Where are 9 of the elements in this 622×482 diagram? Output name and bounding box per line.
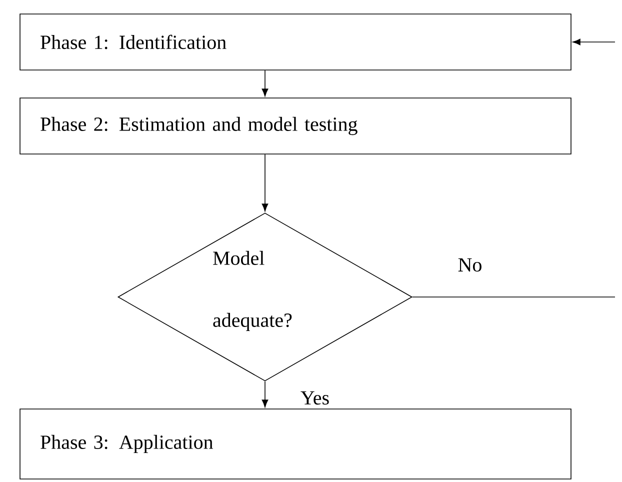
edge-label: No bbox=[456, 256, 484, 274]
arrow bbox=[262, 154, 268, 212]
process-box: Phase 3: Application bbox=[20, 408, 572, 480]
arrow bbox=[262, 380, 268, 408]
arrow bbox=[262, 70, 268, 96]
process-box: Phase 2: Estimation and model testing bbox=[20, 98, 572, 154]
arrow bbox=[572, 38, 616, 46]
process-box: Phase 1: Identification bbox=[20, 14, 572, 70]
edge-label: Yes bbox=[298, 389, 332, 407]
